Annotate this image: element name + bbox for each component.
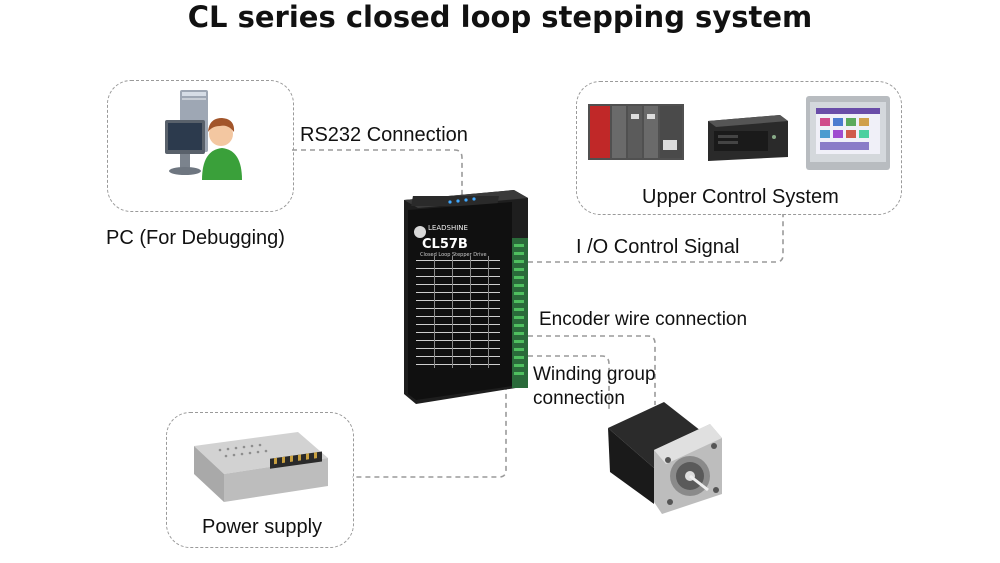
power-supply-box: [166, 412, 354, 548]
plc-device-icon: [588, 104, 684, 160]
pc-user-icon: [165, 90, 242, 180]
io-signal-label: I /O Control Signal: [576, 236, 740, 258]
industrial-pc-icon: [708, 115, 788, 161]
pc-box: [107, 80, 294, 212]
encoder-line: [528, 335, 656, 405]
driver-brand: LEADSHINE: [428, 224, 468, 232]
upper-control-box: [576, 81, 902, 215]
winding-label-line1: Winding group: [533, 364, 656, 385]
pc-label: PC (For Debugging): [106, 227, 285, 249]
cl57b-driver: LEADSHINE CL57B Closed Loop Stepper Driv…: [404, 190, 528, 404]
rs232-label: RS232 Connection: [300, 124, 468, 146]
io-signal-line: [528, 214, 784, 263]
encoder-label: Encoder wire connection: [539, 309, 748, 330]
driver-subtitle: Closed Loop Stepper Drive: [420, 252, 487, 258]
upper-control-label: Upper Control System: [642, 186, 839, 208]
stepper-motor-icon: [608, 402, 722, 514]
power-supply-icon: [194, 432, 328, 502]
power-supply-label: Power supply: [202, 516, 323, 538]
driver-model: CL57B: [422, 237, 468, 252]
winding-line: [528, 355, 610, 410]
page-title: CL series closed loop stepping system: [187, 0, 813, 34]
winding-label-line2: connection: [533, 388, 625, 409]
touch-screen-icon: [806, 96, 890, 170]
rs232-line: [292, 149, 463, 197]
